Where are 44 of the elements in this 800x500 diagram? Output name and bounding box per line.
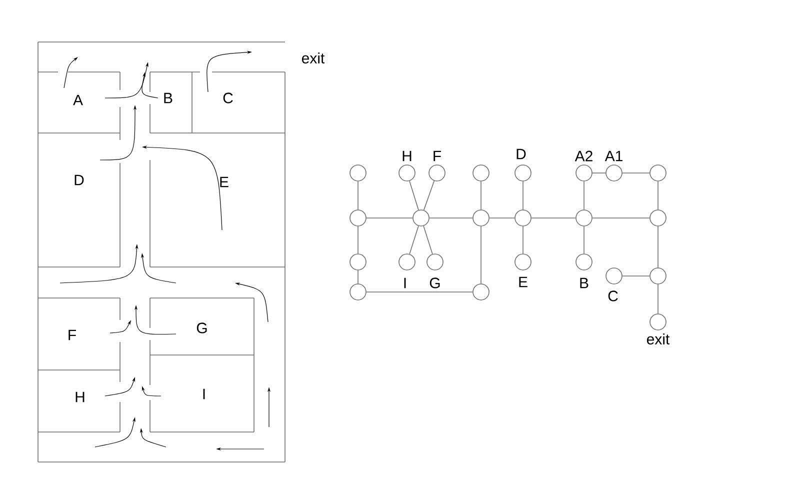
graph-node bbox=[650, 268, 666, 284]
node-label: I bbox=[404, 278, 406, 288]
graph-edge bbox=[423, 180, 435, 210]
graph-edge bbox=[592, 172, 606, 174]
node-label: B bbox=[580, 278, 588, 288]
node-label: A2 bbox=[574, 150, 592, 162]
graph-node bbox=[576, 210, 592, 226]
node-label: F bbox=[434, 150, 441, 162]
room-label: C bbox=[223, 92, 233, 104]
room-label: I bbox=[203, 388, 205, 400]
graph-edge bbox=[423, 226, 433, 254]
room-label: B bbox=[164, 92, 172, 104]
node-label: C bbox=[608, 290, 618, 302]
room-label: H bbox=[76, 392, 84, 402]
room-label: F bbox=[68, 330, 76, 340]
node-label: H bbox=[402, 150, 412, 162]
node-label: E bbox=[519, 276, 528, 288]
room-label: A bbox=[73, 94, 83, 106]
graph-edge bbox=[409, 180, 419, 210]
graph-node bbox=[514, 210, 532, 226]
node-label: G bbox=[430, 278, 440, 288]
graph-edge bbox=[522, 226, 524, 254]
graph-edge bbox=[622, 172, 650, 174]
graph-node bbox=[472, 164, 490, 182]
node-label: exit bbox=[646, 333, 670, 344]
graph-node bbox=[650, 164, 666, 182]
graph-edge bbox=[522, 181, 524, 210]
graph-node bbox=[412, 210, 430, 226]
graph-node bbox=[472, 210, 490, 226]
graph-node bbox=[472, 284, 490, 300]
room-label: E bbox=[220, 176, 228, 188]
graph-node bbox=[350, 254, 366, 270]
node-label: A1 bbox=[604, 150, 622, 162]
graph-edge bbox=[480, 226, 482, 284]
graph-node bbox=[350, 284, 366, 300]
node-label: D bbox=[516, 148, 526, 160]
graph-node bbox=[350, 164, 366, 182]
graph-edge bbox=[409, 226, 419, 254]
graph-node bbox=[650, 210, 666, 226]
room-label: D bbox=[74, 174, 84, 186]
graph-node bbox=[350, 210, 366, 226]
room-label: G bbox=[196, 322, 207, 334]
graph-edge bbox=[480, 181, 482, 210]
room-label: exit bbox=[302, 52, 325, 64]
